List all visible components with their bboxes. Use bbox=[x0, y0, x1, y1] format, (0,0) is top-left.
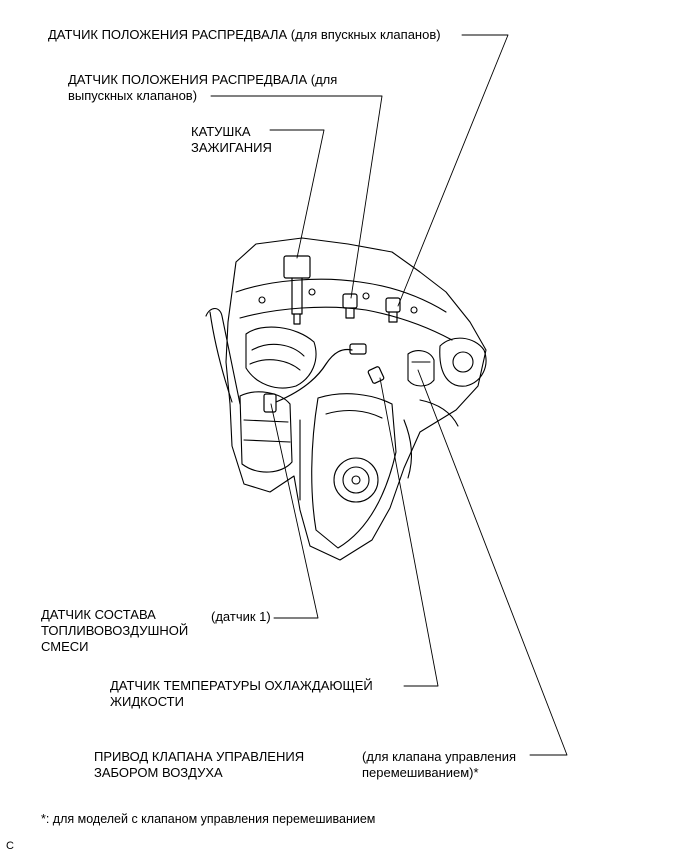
leader-cam-exhaust bbox=[210, 95, 383, 299]
afr-sensor bbox=[263, 343, 367, 413]
leader-mixing-actuator bbox=[417, 369, 568, 756]
engine-illustration bbox=[205, 237, 487, 561]
label-ignition-coil: КАТУШКА ЗАЖИГАНИЯ bbox=[191, 124, 272, 155]
ignition-coil bbox=[283, 255, 311, 325]
label-mixing-control-note: (для клапана управления перемешиванием)* bbox=[362, 749, 516, 780]
cam-sensor-exhaust bbox=[342, 293, 358, 319]
footnote: *: для моделей с клапаном управления пер… bbox=[41, 812, 376, 826]
coolant-temp-sensor bbox=[367, 366, 385, 384]
label-afr-sensor: ДАТЧИК СОСТАВА ТОПЛИВОВОЗДУШНОЙ СМЕСИ bbox=[41, 607, 189, 654]
label-intake-control-actuator: ПРИВОД КЛАПАНА УПРАВЛЕНИЯ ЗАБОРОМ ВОЗДУХ… bbox=[94, 749, 305, 780]
leader-cam-intake bbox=[397, 34, 509, 307]
corner-code: C bbox=[6, 840, 14, 852]
label-sensor-1: (датчик 1) bbox=[211, 609, 271, 624]
label-coolant-temp-sensor: ДАТЧИК ТЕМПЕРАТУРЫ ОХЛАЖДАЮЩЕЙ ЖИДКОСТИ bbox=[110, 678, 373, 709]
leader-lines bbox=[210, 34, 568, 756]
leader-ignition-coil bbox=[269, 129, 325, 259]
label-cam-sensor-exhaust: ДАТЧИК ПОЛОЖЕНИЯ РАСПРЕДВАЛА (для выпуск… bbox=[68, 72, 338, 103]
leader-afr-sensor bbox=[270, 403, 319, 619]
leader-coolant-temp bbox=[379, 377, 439, 687]
cam-sensor-intake bbox=[385, 297, 401, 323]
label-cam-sensor-intake: ДАТЧИК ПОЛОЖЕНИЯ РАСПРЕДВАЛА (для впускн… bbox=[48, 27, 441, 42]
